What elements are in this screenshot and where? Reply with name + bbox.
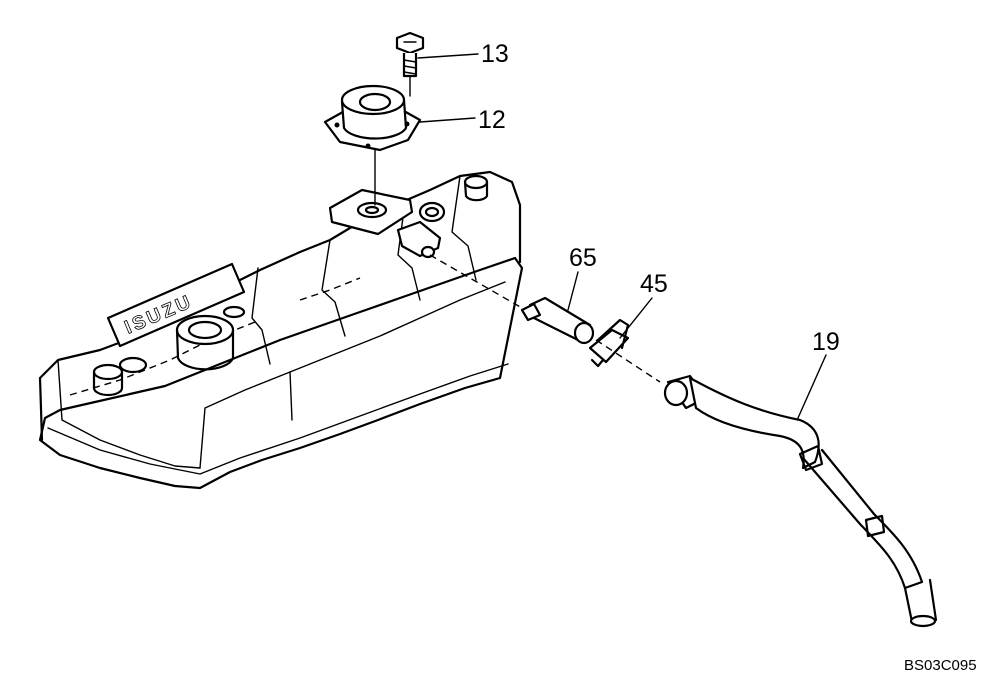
callout-12: 12 bbox=[478, 106, 506, 134]
breather-mount bbox=[328, 188, 446, 259]
oil-filler-boss bbox=[175, 314, 235, 371]
callout-45: 45 bbox=[640, 270, 668, 298]
leader-lines bbox=[417, 53, 827, 419]
reference-code: BS03C095 bbox=[904, 657, 977, 674]
part-65-connector bbox=[429, 254, 595, 345]
part-13-bolt bbox=[395, 31, 425, 97]
callout-65: 65 bbox=[569, 244, 597, 272]
right-boss bbox=[222, 174, 489, 319]
callout-19: 19 bbox=[812, 328, 840, 356]
valve-cover: ISUZU bbox=[38, 170, 524, 490]
left-boss bbox=[92, 356, 148, 397]
callout-13: 13 bbox=[481, 40, 509, 68]
part-19-hose bbox=[663, 374, 938, 628]
callouts: 13 12 65 45 19 bbox=[478, 40, 840, 356]
part-12-breather-cap bbox=[323, 84, 422, 206]
part-45-clamp bbox=[588, 318, 661, 383]
